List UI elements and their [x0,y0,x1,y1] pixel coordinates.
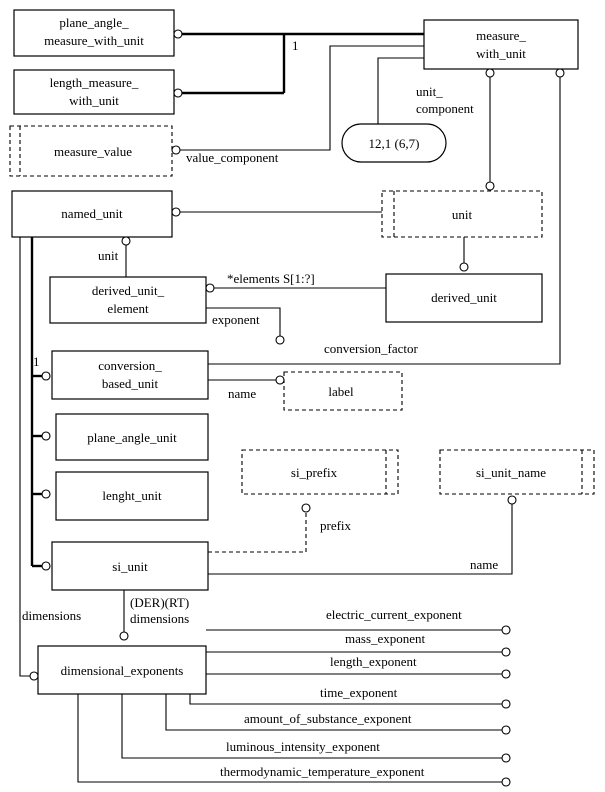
unit-component-line: unit_ component [377,57,495,191]
entity-lenght-unit: lenght_unit [55,471,209,521]
svg-text:amount_of_substance_exponent: amount_of_substance_exponent [244,711,412,726]
svg-text:1: 1 [292,38,299,53]
svg-text:12,1 (6,7): 12,1 (6,7) [369,136,420,151]
name-label-line: name [208,375,285,401]
entity-measure-with-unit: measure_ with_unit [423,19,579,70]
svg-text:dimensional_exponents: dimensional_exponents [61,663,184,678]
svg-text:measure_: measure_ [476,28,526,43]
page-reference: 12,1 (6,7) [341,123,447,163]
value-component-line: value_component [171,45,424,165]
svg-text:si_unit: si_unit [112,559,148,574]
elements-line: *elements S[1:?] [205,271,386,293]
entity-dimensional-exponents: dimensional_exponents [37,645,207,695]
entity-plane-angle-measure-with-unit: plane_angle_ measure_with_unit [13,9,175,57]
svg-text:with_unit: with_unit [69,93,119,108]
svg-text:derived_unit: derived_unit [431,290,497,305]
type-si-unit-name: si_unit_name [439,449,595,495]
dimensions-left-line: dimensions [19,237,81,681]
svg-text:si_unit_name: si_unit_name [476,465,546,480]
type-si-prefix: si_prefix [241,449,399,495]
svg-text:component: component [416,101,474,116]
svg-text:exponent: exponent [212,312,260,327]
svg-text:conversion_factor: conversion_factor [324,341,419,356]
svg-text:length_exponent: length_exponent [330,654,417,669]
entity-plane-angle-unit: plane_angle_unit [55,413,209,461]
svg-text:1: 1 [33,354,40,369]
entity-conversion-based-unit: conversion_ based_unit [51,350,209,400]
svg-text:measure_with_unit: measure_with_unit [44,33,144,48]
svg-text:time_exponent: time_exponent [320,685,398,700]
exponent-attribute-lines: electric_current_exponent mass_exponent … [77,607,511,787]
svg-text:derived_unit_: derived_unit_ [92,283,165,298]
svg-text:*elements S[1:?]: *elements S[1:?] [227,271,315,286]
type-label: label [283,371,403,411]
entity-length-measure-with-unit: length_measure_ with_unit [13,69,175,115]
entity-named-unit: named_unit [11,190,173,238]
named-unit-to-unit-line [171,207,382,217]
svg-text:lenght_unit: lenght_unit [102,488,162,503]
measure-with-unit-subtype-lines: 1 [173,29,424,98]
svg-text:name: name [470,557,498,572]
svg-text:unit: unit [452,207,473,222]
svg-text:conversion_: conversion_ [98,358,162,373]
svg-text:dimensions: dimensions [22,608,81,623]
svg-text:label: label [328,384,354,399]
svg-text:named_unit: named_unit [61,206,123,221]
svg-text:(DER)(RT): (DER)(RT) [130,595,189,610]
svg-text:prefix: prefix [320,518,352,533]
svg-text:unit: unit [98,248,119,263]
svg-text:si_prefix: si_prefix [291,465,338,480]
name-si-line: name [208,495,517,575]
type-unit: unit [381,190,543,238]
svg-text:mass_exponent: mass_exponent [345,631,426,646]
svg-text:measure_value: measure_value [54,144,132,159]
svg-text:unit_: unit_ [416,84,443,99]
exponent-line: exponent [206,307,285,345]
svg-text:plane_angle_unit: plane_angle_unit [87,430,177,445]
si-unit-dimensions-line: (DER)(RT) dimensions [119,590,189,641]
entity-si-unit: si_unit [51,541,209,591]
prefix-line: prefix [208,503,352,553]
svg-text:thermodynamic_temperature_expo: thermodynamic_temperature_exponent [220,764,425,779]
svg-text:length_measure_: length_measure_ [50,75,139,90]
named-unit-subtype-lines: 1 [30,237,51,571]
svg-text:based_unit: based_unit [102,376,159,391]
svg-text:electric_current_exponent: electric_current_exponent [326,607,462,622]
conversion-factor-line: conversion_factor [208,68,565,365]
type-measure-value: measure_value [9,125,173,177]
svg-text:plane_angle_: plane_angle_ [59,15,129,30]
unit-to-derived-unit-line [459,237,469,272]
svg-text:luminous_intensity_exponent: luminous_intensity_exponent [226,739,380,754]
entity-derived-unit-element: derived_unit_ element [49,276,207,324]
svg-text:element: element [107,301,149,316]
svg-text:with_unit: with_unit [476,46,526,61]
svg-text:name: name [228,386,256,401]
entity-derived-unit: derived_unit [385,273,543,323]
svg-text:dimensions: dimensions [130,611,189,626]
derived-unit-element-unit-line: unit [98,236,131,277]
svg-text:value_component: value_component [186,150,279,165]
